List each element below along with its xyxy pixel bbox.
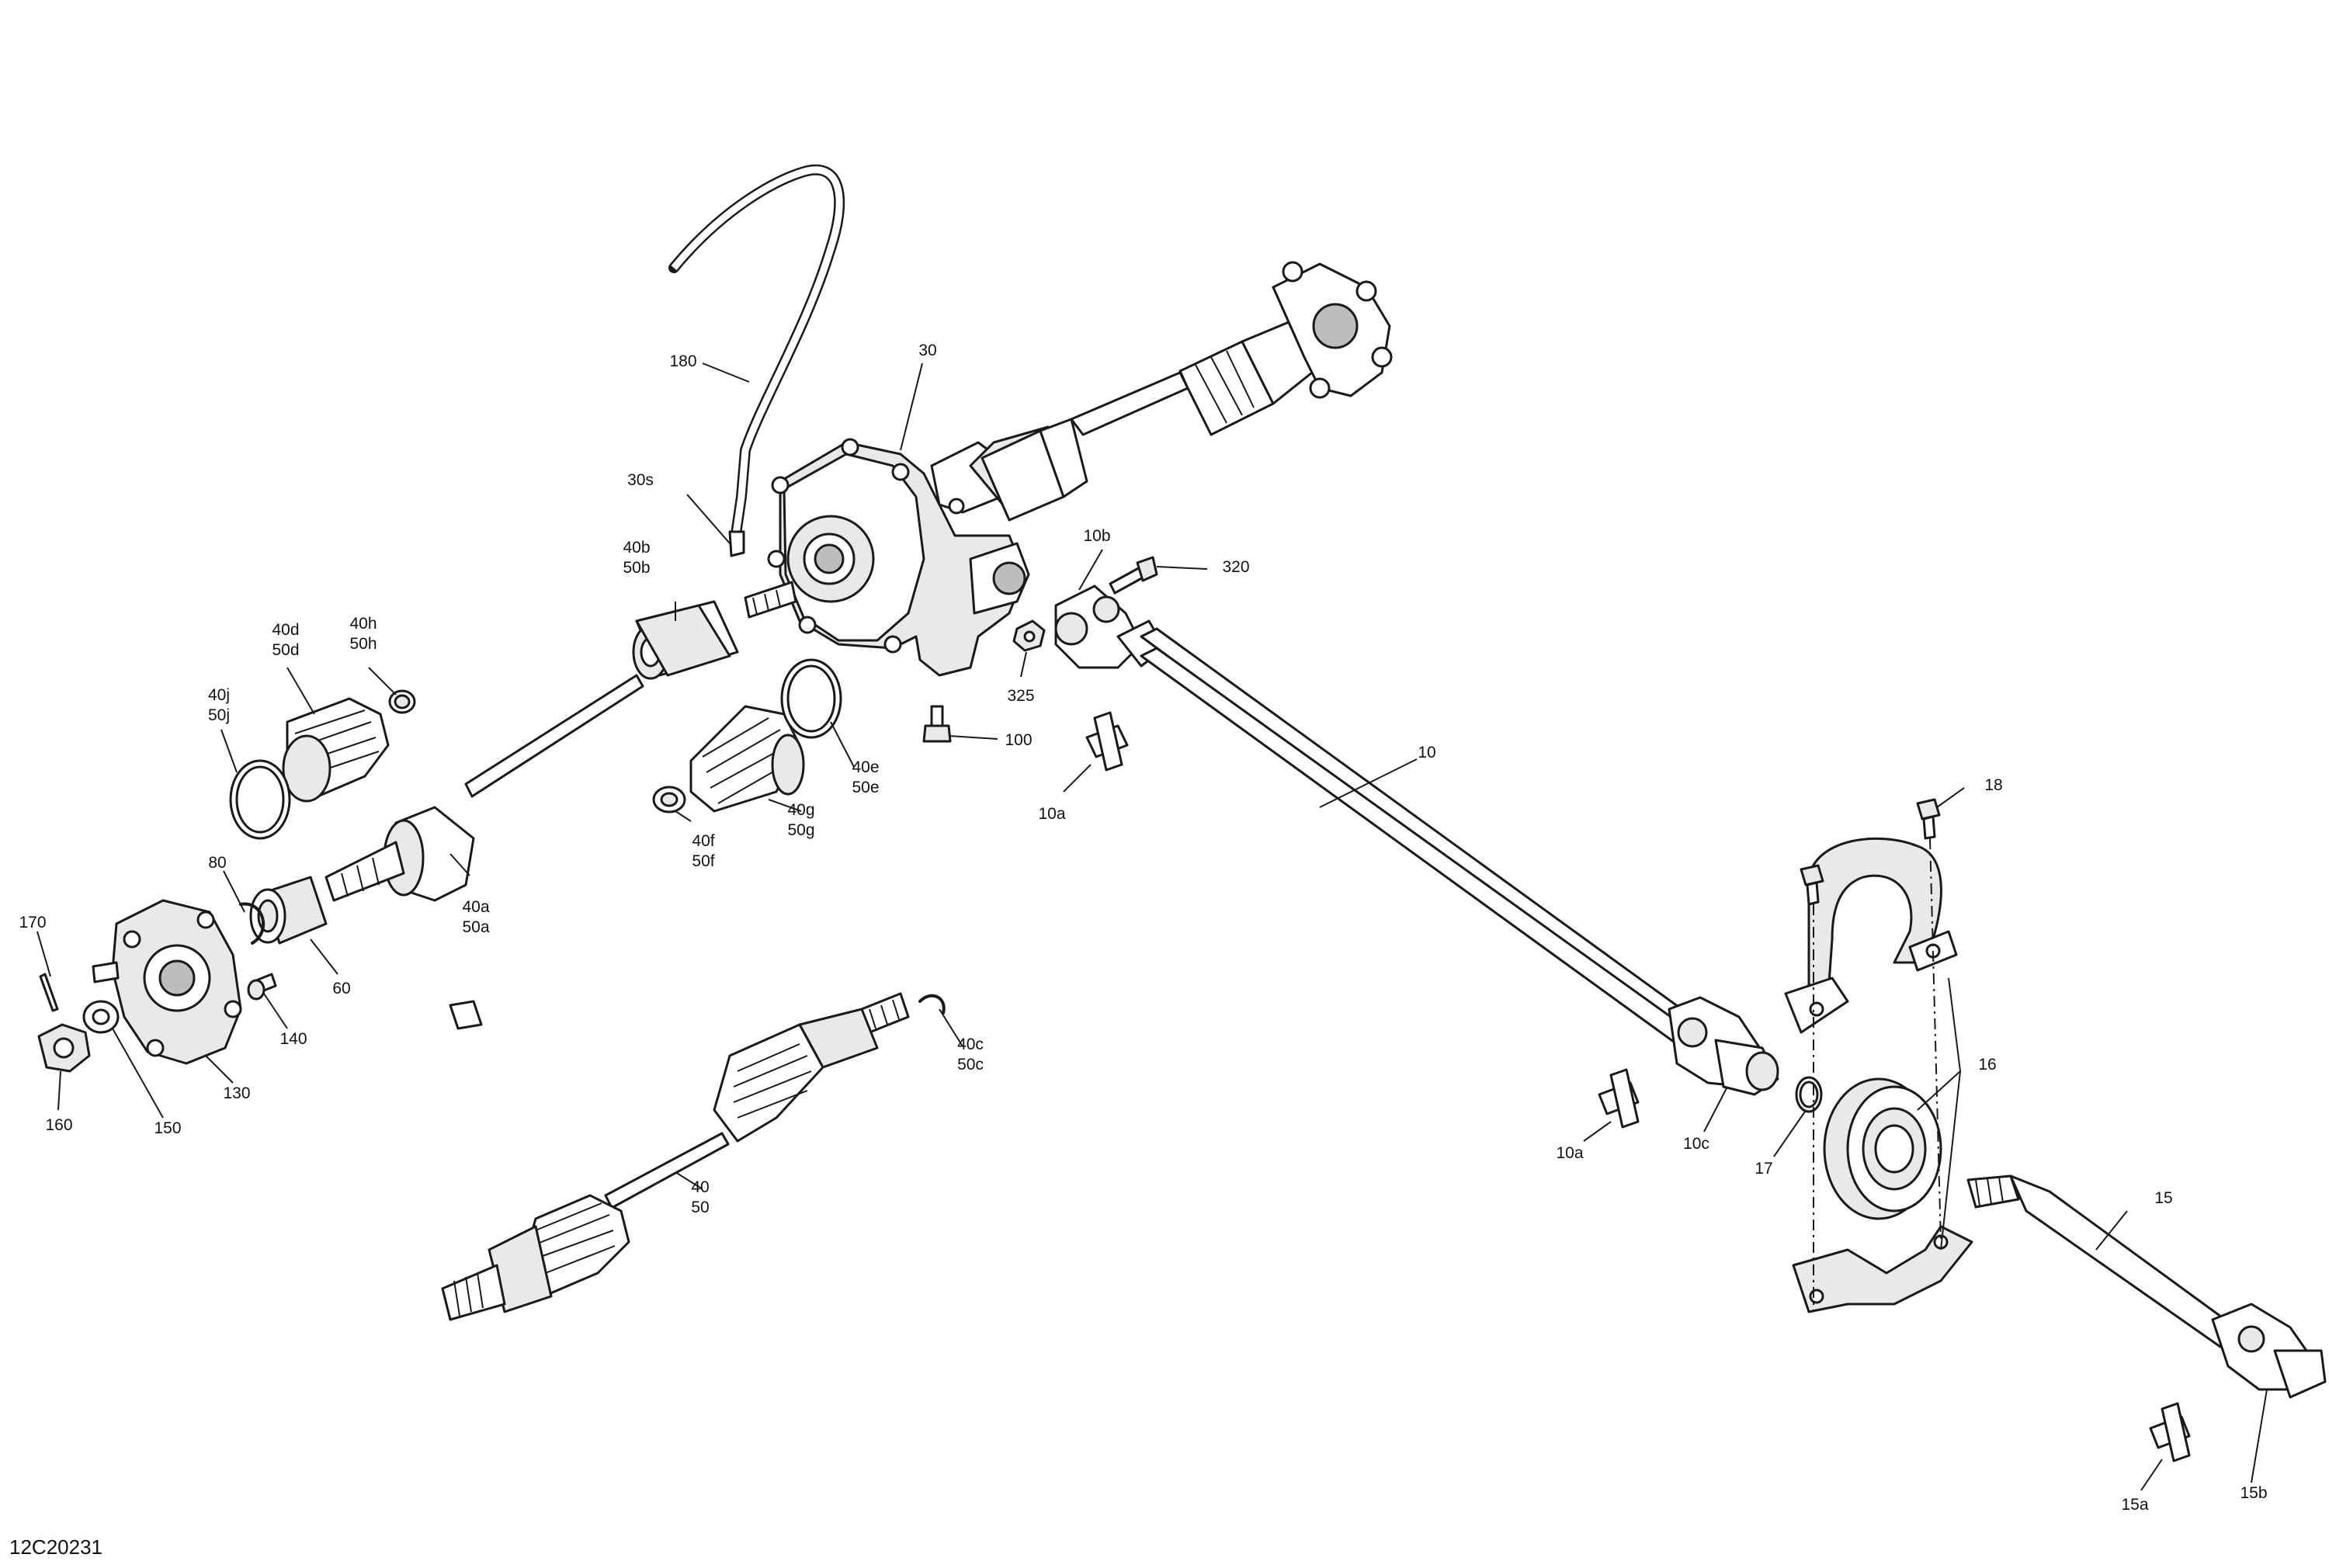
wheel-hub-130 bbox=[92, 899, 242, 1065]
bearing-bracket-16-top bbox=[1784, 837, 1958, 1034]
callout-325: 325 bbox=[1007, 687, 1034, 705]
callout-15a: 15a bbox=[2121, 1496, 2148, 1514]
callout-15b: 15b bbox=[2240, 1484, 2267, 1502]
circlip-80 bbox=[239, 902, 266, 945]
cross-kit-15a bbox=[2149, 1402, 2191, 1462]
washer-150 bbox=[82, 1000, 120, 1034]
callout-10c: 10c bbox=[1683, 1135, 1709, 1153]
callout-150: 150 bbox=[154, 1119, 181, 1137]
clamp-40j bbox=[229, 759, 291, 840]
callout-16: 16 bbox=[1978, 1056, 1996, 1074]
callout-10a-bottom: 10a bbox=[1556, 1144, 1583, 1162]
callout-130: 130 bbox=[223, 1084, 250, 1102]
prop-shaft-15 bbox=[1966, 1174, 2327, 1399]
center-bearing-16 bbox=[1823, 1077, 1942, 1220]
callout-80: 80 bbox=[208, 854, 226, 872]
bolt-320 bbox=[1109, 556, 1158, 595]
cotter-pin-170 bbox=[39, 973, 59, 1012]
bearing-40b bbox=[635, 604, 731, 677]
bolt-140 bbox=[247, 973, 277, 1001]
alignment-lines bbox=[1813, 838, 1942, 1312]
callout-10b: 10b bbox=[1083, 527, 1110, 545]
callout-30: 30 bbox=[918, 342, 936, 359]
bolt-100 bbox=[922, 705, 952, 743]
cross-kit-10a-bottom bbox=[1598, 1068, 1640, 1129]
bolt-18-left bbox=[1800, 864, 1824, 906]
front-differential-30 bbox=[767, 438, 1030, 677]
axle-40 bbox=[441, 992, 910, 1321]
callout-140: 140 bbox=[279, 1030, 307, 1048]
callout-320: 320 bbox=[1222, 558, 1249, 576]
ring-40h bbox=[388, 689, 416, 714]
callout-60: 60 bbox=[332, 980, 350, 997]
boot-40d bbox=[282, 697, 390, 803]
right-drive-shaft bbox=[969, 261, 1393, 522]
callout-17: 17 bbox=[1755, 1160, 1772, 1178]
callout-18: 18 bbox=[1984, 776, 2002, 794]
callout-30s: 30s bbox=[627, 471, 654, 489]
circlip-40c bbox=[918, 994, 946, 1015]
callout-10a-top: 10a bbox=[1038, 805, 1065, 823]
nut-160 bbox=[37, 1023, 91, 1073]
prop-shaft-10 bbox=[1054, 585, 1779, 1096]
callout-15: 15 bbox=[2154, 1189, 2172, 1207]
circlip-17 bbox=[1795, 1076, 1823, 1113]
vent-hose-180 bbox=[668, 164, 845, 557]
callout-10: 10 bbox=[1418, 744, 1435, 761]
ring-40f bbox=[652, 786, 686, 813]
callout-100: 100 bbox=[1005, 731, 1032, 749]
callout-160: 160 bbox=[45, 1116, 72, 1134]
bolt-18-right bbox=[1916, 798, 1941, 840]
clamp-40e bbox=[780, 658, 842, 739]
boot-40g bbox=[689, 705, 805, 813]
callout-170: 170 bbox=[19, 914, 46, 931]
cross-kit-10a-top bbox=[1085, 711, 1129, 772]
leader-lines bbox=[36, 363, 2268, 1491]
nut-325 bbox=[1012, 619, 1046, 652]
callout-180: 180 bbox=[669, 352, 696, 370]
bearing-bracket-16-bottom bbox=[1792, 1225, 1973, 1313]
reference-code: 12C20231 bbox=[9, 1535, 102, 1559]
